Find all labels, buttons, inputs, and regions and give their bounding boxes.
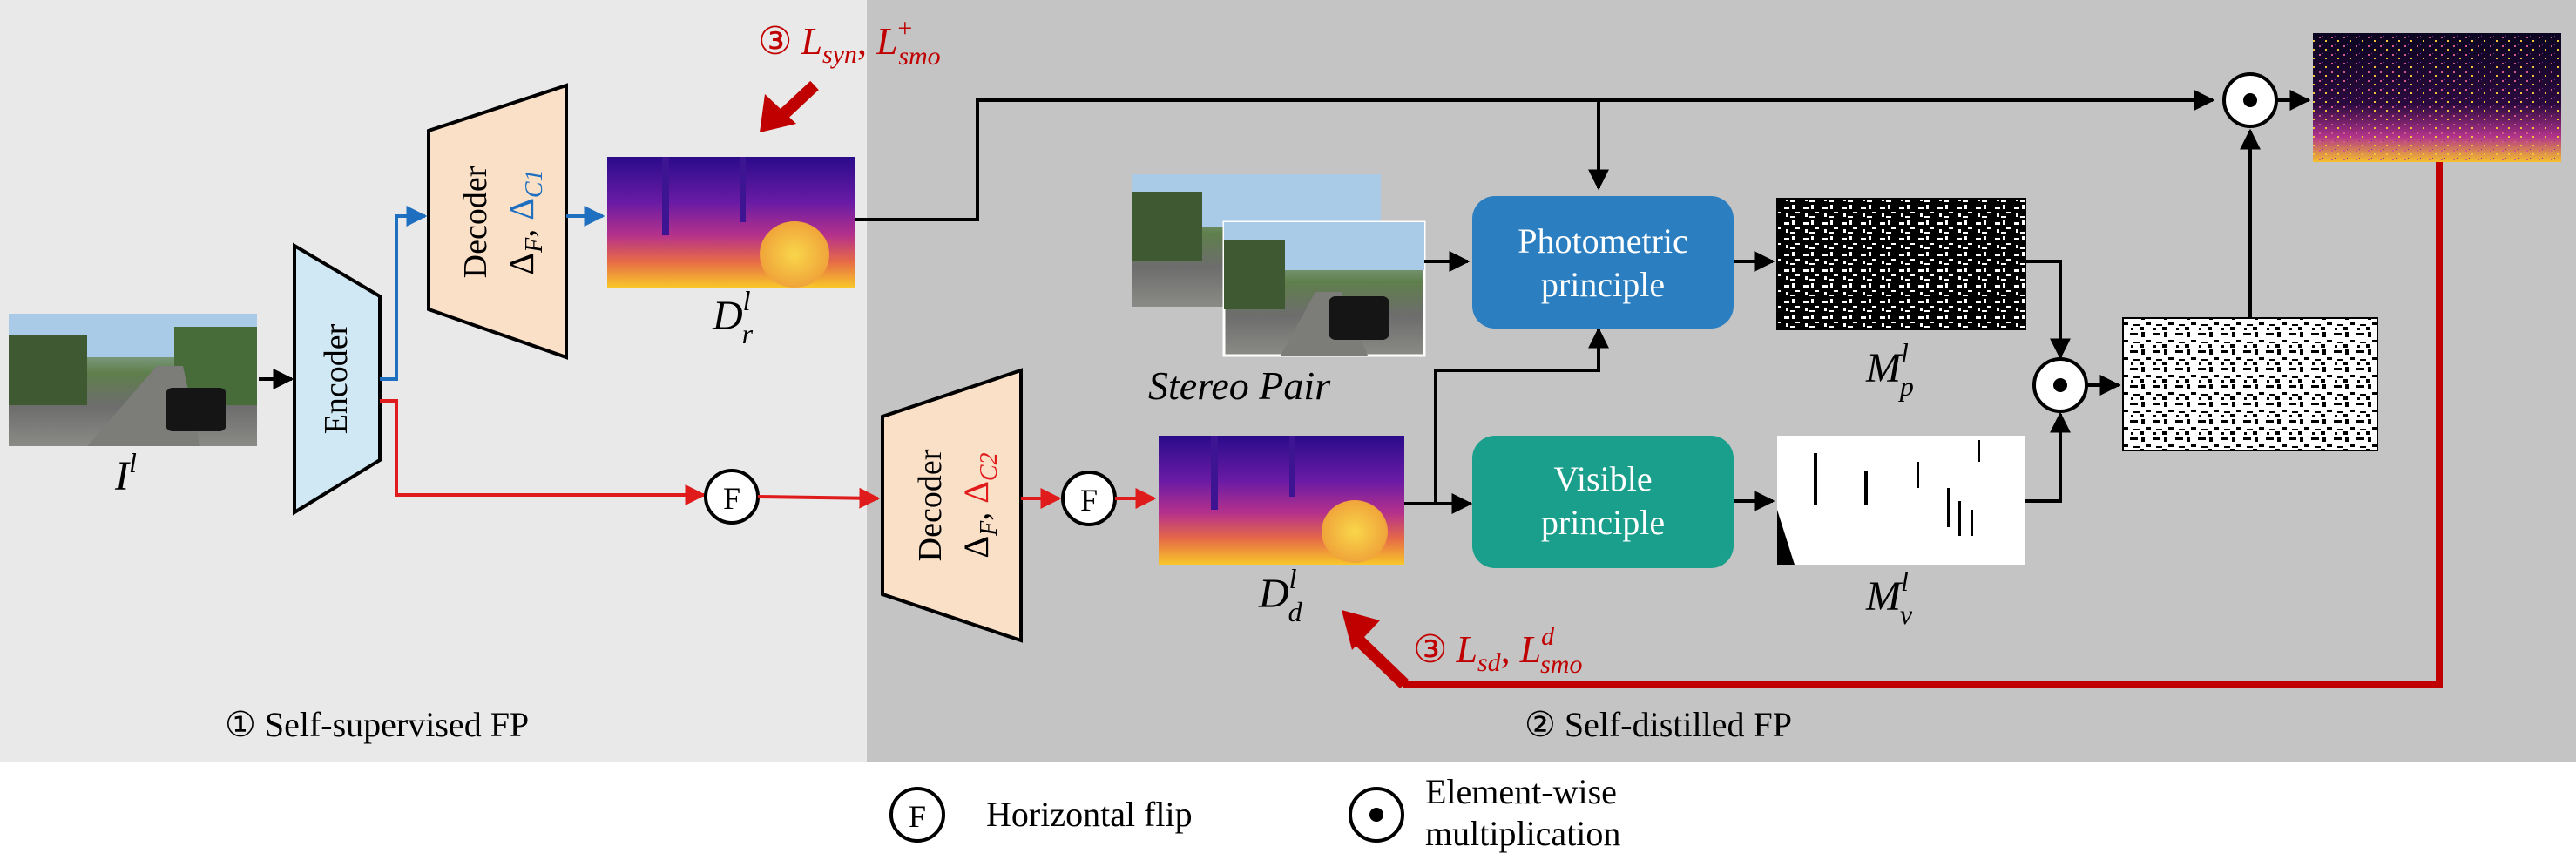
svg-text:F: F — [723, 481, 740, 516]
arrow-flip-decoder2 — [757, 487, 881, 509]
photometric-principle-label-1: Photometric — [1518, 221, 1688, 261]
flip-op-2: F — [1061, 471, 1117, 526]
stereo-pair-label: Stereo Pair — [1148, 363, 1331, 408]
legend-mult-label-1: Element-wise — [1425, 772, 1617, 811]
legend-flip: F — [889, 787, 945, 843]
arrow-depthr-to-mult-top — [855, 90, 2215, 221]
decoder2-block — [881, 368, 1023, 643]
decoder2-title: Decoder — [912, 449, 949, 561]
visible-principle-label-2: principle — [1541, 503, 1665, 542]
depth-map-r — [607, 157, 855, 288]
masked-depth-map — [2313, 33, 2561, 162]
decoder1-block — [427, 83, 568, 360]
visible-principle-box — [1472, 436, 1734, 568]
legend-mult-icon — [1349, 787, 1404, 843]
decoder1-params: ΔF, ΔC1 — [502, 169, 548, 274]
mult-op-upper — [2222, 72, 2278, 128]
input-image — [9, 314, 257, 446]
decoder1-title: Decoder — [457, 166, 494, 278]
arrow-encoder-decoder1 — [380, 206, 428, 381]
feedback-red-line — [1403, 162, 2443, 688]
depth-map-d — [1159, 436, 1404, 565]
legend-flip-label: Horizontal flip — [986, 795, 1193, 834]
loss-top-arrow — [760, 80, 819, 132]
encoder-block — [293, 242, 382, 516]
photometric-principle-label-2: principle — [1541, 265, 1665, 304]
encoder-label: Encoder — [318, 323, 355, 434]
combined-mask-image — [2122, 317, 2378, 451]
visible-principle-label-1: Visible — [1553, 459, 1652, 498]
arrow-maskp-mult — [2025, 260, 2071, 360]
decoder2-params: ΔF, ΔC2 — [957, 452, 1003, 558]
input-label: Il — [114, 447, 137, 499]
mask-v-image — [1777, 436, 2025, 565]
stereo-pair-images — [1132, 174, 1426, 357]
loss-bottom-arrow — [1342, 610, 1409, 689]
flip-op-1: F — [704, 469, 760, 525]
arrow-encoder-flip — [380, 399, 707, 505]
svg-text:F: F — [1080, 483, 1098, 518]
mask-p-image — [1776, 198, 2026, 330]
legend-mult-label-2: multiplication — [1425, 814, 1620, 853]
arrow-maskv-mult — [2025, 411, 2071, 503]
photometric-principle-box — [1472, 196, 1734, 329]
svg-text:F: F — [909, 799, 926, 834]
mult-op-lower — [2032, 357, 2088, 413]
